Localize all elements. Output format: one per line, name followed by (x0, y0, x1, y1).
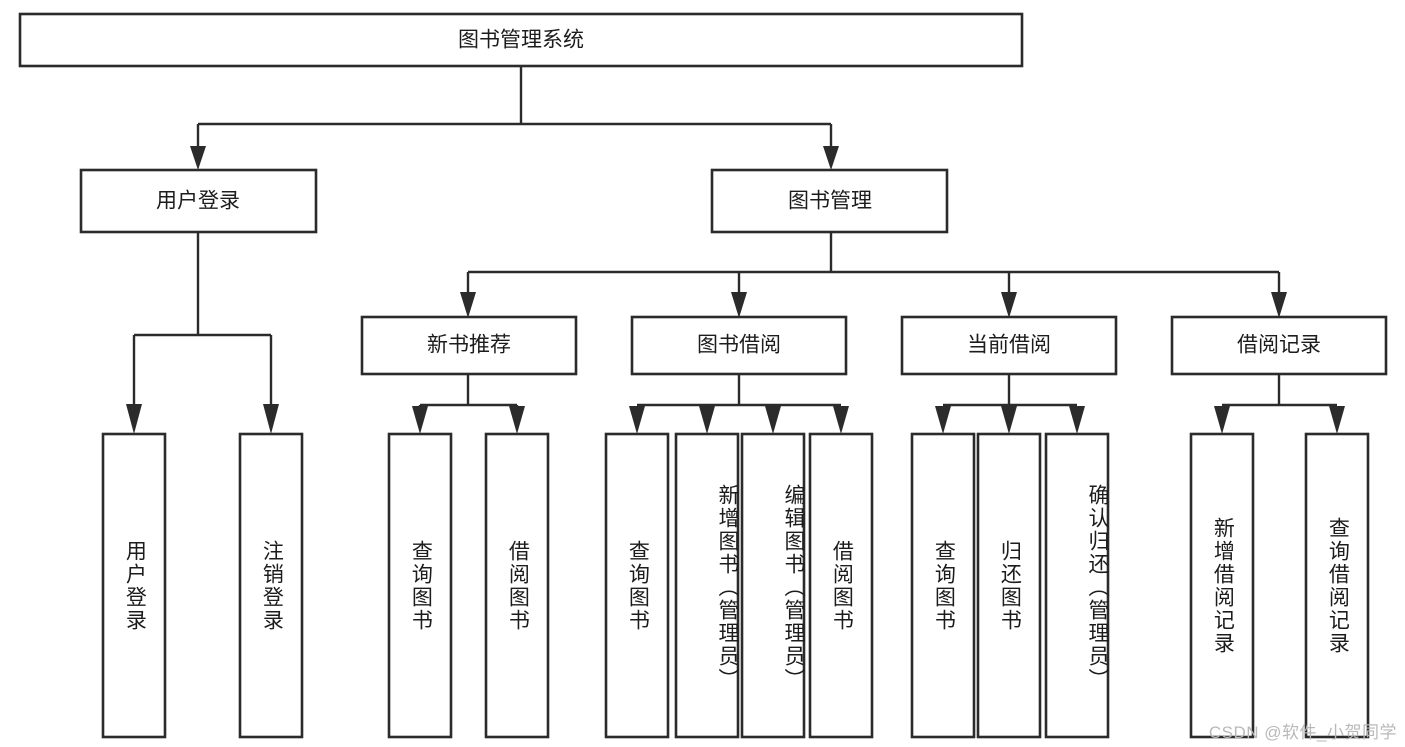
connector-group-root-to-level2 (190, 66, 839, 170)
leaf-query-book-3-box[interactable] (910, 432, 976, 739)
node-new-book-recommend-label: 新书推荐 (427, 334, 511, 357)
leaf-borrow-book-1-box[interactable] (484, 432, 550, 739)
arrow-head-leaf-edit-book (765, 406, 781, 434)
leaf-add-record-box[interactable] (1189, 432, 1255, 739)
leaf-query-book-2-box[interactable] (604, 432, 670, 739)
node-book-management[interactable]: 图书管理 (710, 168, 949, 234)
node-root-label: 图书管理系统 (458, 29, 584, 52)
node-book-management-label: 图书管理 (788, 190, 872, 213)
arrow-head-leaf-add-record (1214, 406, 1230, 434)
arrow-head-current-borrow (1001, 292, 1017, 318)
leaf-logout-login-box[interactable] (238, 432, 304, 739)
arrow-head-leaf-return-book (1001, 406, 1017, 434)
arrow-head-book-borrow (731, 292, 747, 318)
node-new-book-recommend-box[interactable] (360, 315, 578, 376)
node-root-box[interactable] (18, 12, 1024, 68)
connector-group-new-book-recommend-to-leaves (412, 374, 525, 434)
leaf-confirm-return-box[interactable] (1044, 432, 1110, 739)
node-book-borrow[interactable]: 图书借阅 (630, 315, 848, 376)
leaf-user-login-box[interactable] (101, 432, 167, 739)
node-root-book-management-system[interactable]: 图书管理系统 (18, 12, 1024, 68)
leaf-borrow-book-2-box[interactable] (808, 432, 874, 739)
connector-group-user-login-to-leaves (126, 232, 279, 434)
arrow-head-book-management (823, 146, 839, 170)
leaf-add-book-box[interactable] (674, 432, 740, 739)
node-book-management-box[interactable] (710, 168, 949, 234)
leaf-node-group (101, 432, 1370, 739)
arrow-head-leaf-query-record (1329, 406, 1345, 434)
arrow-head-leaf-query-book-1 (412, 406, 428, 434)
arrow-head-leaf-borrow-book-1 (509, 406, 525, 434)
arrow-head-leaf-logout-login (263, 404, 279, 434)
arrow-head-leaf-query-book-2 (629, 406, 645, 434)
leaf-edit-book-box[interactable] (740, 432, 806, 739)
connector-group-book-management-to-level3 (460, 232, 1287, 318)
connector-group-borrow-record-to-leaves (1214, 374, 1345, 434)
arrow-head-new-book-recommend (460, 292, 476, 318)
csdn-watermark: CSDN @软件_小贺同学 (1208, 723, 1397, 742)
arrow-head-leaf-query-book-3 (935, 406, 951, 434)
leaf-query-record-box[interactable] (1304, 432, 1370, 739)
node-current-borrow-box[interactable] (900, 315, 1118, 376)
arrow-head-leaf-add-book (699, 406, 715, 434)
node-book-borrow-label: 图书借阅 (697, 334, 781, 357)
node-book-borrow-box[interactable] (630, 315, 848, 376)
arrow-head-borrow-record (1271, 292, 1287, 318)
node-user-login-box[interactable] (79, 168, 318, 234)
arrow-head-leaf-user-login (126, 404, 142, 434)
node-current-borrow[interactable]: 当前借阅 (900, 315, 1118, 376)
node-user-login-label: 用户登录 (156, 190, 240, 213)
connector-group-current-borrow-to-leaves (935, 374, 1085, 434)
leaf-return-book-box[interactable] (976, 432, 1042, 739)
node-borrow-record-box[interactable] (1170, 315, 1388, 376)
leaf-query-book-1-box[interactable] (387, 432, 453, 739)
node-new-book-recommend[interactable]: 新书推荐 (360, 315, 578, 376)
node-current-borrow-label: 当前借阅 (967, 334, 1051, 357)
arrow-head-leaf-borrow-book-2 (833, 406, 849, 434)
node-borrow-record-label: 借阅记录 (1237, 334, 1321, 357)
arrow-head-user-login (190, 146, 206, 170)
node-user-login[interactable]: 用户登录 (79, 168, 318, 234)
arrow-head-leaf-confirm-return (1069, 406, 1085, 434)
connector-group-book-borrow-to-leaves (629, 374, 849, 434)
node-borrow-record[interactable]: 借阅记录 (1170, 315, 1388, 376)
